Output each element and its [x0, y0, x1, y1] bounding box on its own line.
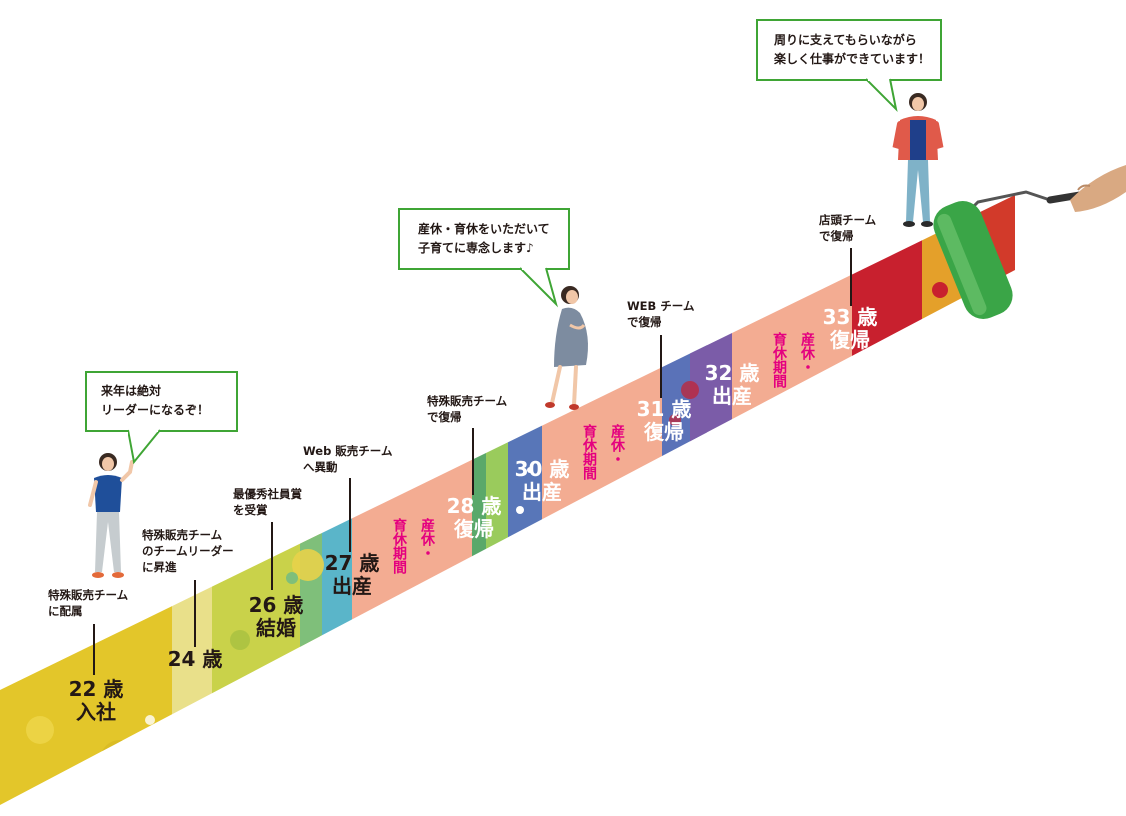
leave-2-col-b: 産休・ — [609, 424, 625, 466]
bubble-1-line-1: 来年は絶対 — [101, 384, 162, 398]
event-27-line-1: Web 販売チーム — [303, 444, 393, 458]
age-28: 28 歳 復帰 — [436, 495, 512, 541]
woman-standing-icon — [892, 93, 944, 227]
event-label-31: WEB チーム で復帰 — [627, 298, 694, 330]
age-32-number: 32 歳 — [704, 361, 760, 385]
event-28-line-2: で復帰 — [427, 410, 462, 424]
speech-bubble-2-tail — [520, 266, 558, 308]
paint-roller-icon — [933, 165, 1126, 319]
age-32-event: 出産 — [712, 384, 752, 408]
leave-2-col-a: 育休期間 — [581, 424, 597, 480]
speech-bubble-1-tail — [128, 428, 161, 465]
event-label-33: 店頭チーム で復帰 — [819, 212, 876, 244]
age-26-event: 結婚 — [256, 616, 296, 640]
leave-3-col-b: 産休・ — [799, 332, 815, 374]
age-28-number: 28 歳 — [446, 494, 502, 518]
event-24-line-2: のチームリーダー — [142, 544, 234, 558]
age-26-number: 26 歳 — [248, 593, 304, 617]
pregnant-woman-icon — [545, 286, 588, 410]
speech-bubble-3-tail — [866, 77, 898, 113]
bubble-1-line-2: リーダーになるぞ！ — [101, 403, 210, 417]
event-24-line-3: に昇進 — [142, 560, 177, 574]
age-22: 22 歳 入社 — [58, 678, 134, 724]
age-31-event: 復帰 — [644, 420, 684, 444]
event-24-line-1: 特殊販売チーム — [142, 528, 223, 542]
age-24: 24 歳 — [160, 648, 230, 671]
age-28-event: 復帰 — [454, 517, 494, 541]
event-26-line-2: を受賞 — [233, 503, 268, 517]
event-26-line-1: 最優秀社員賞 — [233, 487, 302, 501]
age-33-event: 復帰 — [830, 328, 870, 352]
leave-1-col-b: 産休・ — [419, 518, 435, 560]
leave-1-col-a: 育休期間 — [391, 518, 407, 574]
age-22-event: 入社 — [76, 700, 116, 724]
age-31: 31 歳 復帰 — [626, 398, 702, 444]
event-label-27: Web 販売チーム へ異動 — [303, 443, 392, 475]
event-22-line-1: 特殊販売チーム — [48, 588, 129, 602]
speech-bubble-3: 周りに支えてもらいながら 楽しく仕事ができています！ — [756, 19, 942, 81]
event-22-line-2: に配属 — [48, 604, 83, 618]
age-32: 32 歳 出産 — [694, 362, 770, 408]
event-33-line-1: 店頭チーム — [819, 213, 877, 227]
age-27-number: 27 歳 — [324, 551, 380, 575]
event-28-line-1: 特殊販売チーム — [427, 394, 508, 408]
bubble-2-line-2: 子育てに専念します♪ — [418, 241, 534, 255]
age-26: 26 歳 結婚 — [238, 594, 314, 640]
bubble-3-line-2: 楽しく仕事ができています！ — [774, 52, 931, 66]
age-24-number: 24 歳 — [167, 647, 223, 671]
woman-thumbs-up-icon — [88, 453, 134, 578]
age-30: 30 歳 出産 — [504, 458, 580, 504]
event-27-line-2: へ異動 — [303, 460, 338, 474]
event-31-line-2: で復帰 — [627, 315, 662, 329]
age-31-number: 31 歳 — [636, 397, 692, 421]
speech-bubble-1: 来年は絶対 リーダーになるぞ！ — [85, 371, 238, 432]
leave-3-col-a: 育休期間 — [771, 332, 787, 388]
bubble-3-line-1: 周りに支えてもらいながら — [774, 33, 917, 47]
event-label-28: 特殊販売チーム で復帰 — [427, 393, 507, 425]
event-label-22: 特殊販売チーム に配属 — [48, 587, 128, 619]
bubble-2-line-1: 産休・育休をいただいて — [418, 222, 550, 236]
event-label-24: 特殊販売チーム のチームリーダー に昇進 — [142, 527, 234, 575]
event-33-line-2: で復帰 — [819, 229, 854, 243]
age-27-event: 出産 — [332, 574, 372, 598]
age-30-number: 30 歳 — [514, 457, 570, 481]
age-33-number: 33 歳 — [822, 305, 878, 329]
age-27: 27 歳 出産 — [314, 552, 390, 598]
event-31-line-1: WEB チーム — [627, 299, 695, 313]
age-33: 33 歳 復帰 — [812, 306, 888, 352]
age-22-number: 22 歳 — [68, 677, 124, 701]
event-label-26: 最優秀社員賞 を受賞 — [233, 486, 302, 518]
age-30-event: 出産 — [522, 480, 562, 504]
speech-bubble-2: 産休・育休をいただいて 子育てに専念します♪ — [398, 208, 570, 270]
